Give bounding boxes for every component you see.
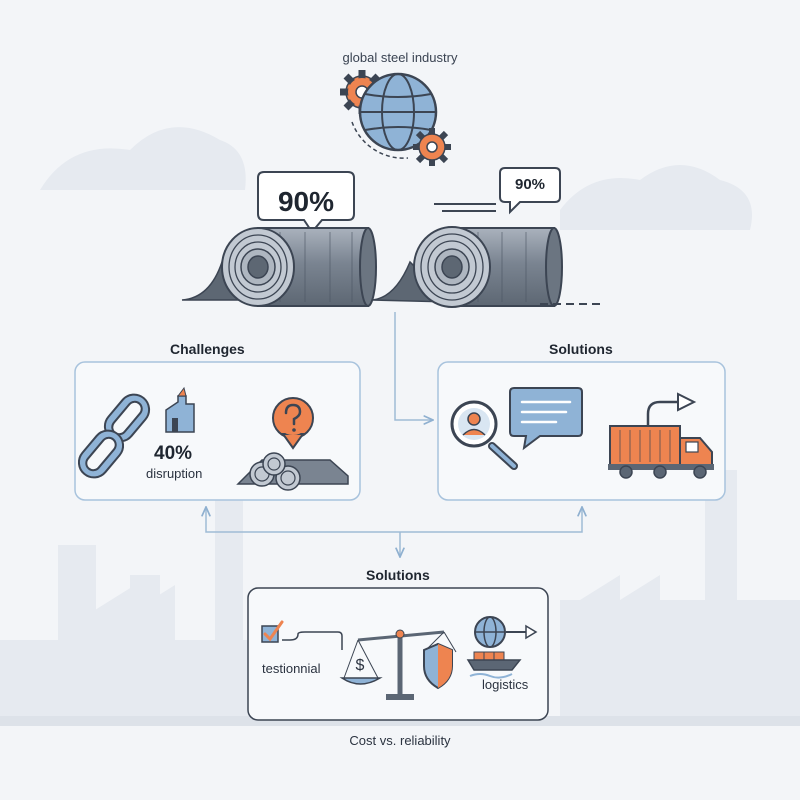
chat-bubble-icon bbox=[509, 387, 583, 451]
diagram-title: global steel industry bbox=[342, 50, 458, 65]
globe-icon bbox=[358, 72, 438, 152]
damaged-factory-icon bbox=[165, 386, 195, 433]
disruption-stat-label: disruption bbox=[146, 466, 203, 481]
checkbox-icon bbox=[261, 620, 343, 650]
speech-bubble-small bbox=[434, 167, 561, 215]
bottom-solutions-heading: Solutions bbox=[366, 567, 430, 583]
logistics-label: logistics bbox=[482, 677, 529, 692]
broken-chain-icon bbox=[77, 393, 151, 479]
steel-coil-right bbox=[371, 226, 563, 308]
footer-caption: Cost vs. reliability bbox=[349, 733, 451, 748]
checklist-label: testionnial bbox=[262, 661, 321, 676]
steel-coil-left bbox=[181, 227, 377, 307]
gear-icon bbox=[413, 128, 451, 166]
delivery-truck-icon bbox=[608, 392, 714, 479]
svg-text:$: $ bbox=[356, 657, 365, 674]
cargo-ship-icon bbox=[466, 651, 522, 679]
balance-scale-icon: $ bbox=[339, 629, 457, 700]
globe-gears-icon bbox=[340, 70, 451, 166]
connector-arrows bbox=[206, 312, 582, 556]
challenges-heading: Challenges bbox=[170, 341, 245, 357]
search-user-icon bbox=[450, 400, 518, 470]
solutions-heading: Solutions bbox=[549, 341, 613, 357]
globe-ship-icon bbox=[466, 616, 538, 679]
coil-left-badge: 90% bbox=[277, 186, 335, 217]
shield-icon bbox=[423, 642, 453, 690]
motion-lines bbox=[434, 203, 496, 212]
speech-bubble-large bbox=[257, 171, 355, 234]
question-marker-icon bbox=[272, 397, 314, 450]
coil-right-badge: 90% bbox=[514, 176, 546, 193]
coil-stack-icon bbox=[236, 452, 349, 491]
background-silhouette bbox=[0, 127, 800, 726]
disruption-stat-value: 40% bbox=[154, 443, 193, 464]
